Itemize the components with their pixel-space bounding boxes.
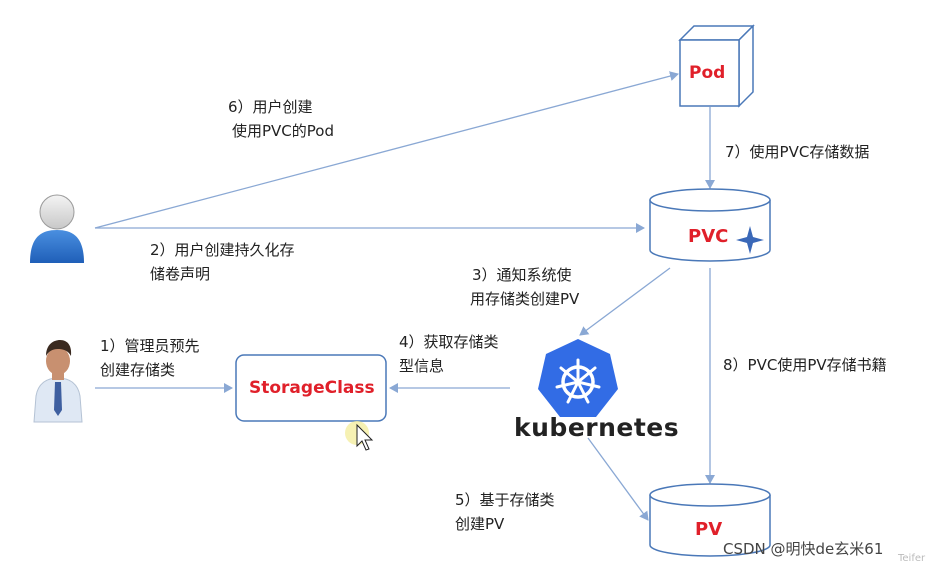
sparkle-icon bbox=[736, 226, 764, 254]
pv-cylinder bbox=[649, 483, 771, 557]
storageclass-box bbox=[235, 354, 387, 422]
pod-cube bbox=[678, 24, 755, 108]
csdn-watermark: CSDN @明快de玄米61 bbox=[723, 540, 884, 558]
pod-label: Pod bbox=[689, 63, 726, 83]
kubernetes-logo-icon bbox=[538, 339, 618, 417]
kubernetes-wordmark: kubernetes bbox=[514, 413, 680, 442]
admin-icon bbox=[33, 340, 83, 423]
step1-label-line2: 创建存储类 bbox=[100, 361, 176, 379]
step3-label-line2: 用存储类创建PV bbox=[470, 290, 580, 308]
step5-label-line2: 创建PV bbox=[455, 515, 505, 533]
arrow-kubernetes-to-pv bbox=[587, 437, 649, 521]
pv-label: PV bbox=[695, 519, 723, 540]
pvc-label: PVC bbox=[688, 226, 729, 247]
step7-label: 7）使用PVC存储数据 bbox=[725, 143, 870, 161]
step2-label-line1: 2）用户创建持久化存 bbox=[150, 241, 295, 259]
step1-label-line1: 1）管理员预先 bbox=[100, 337, 200, 355]
arrow-pvc-to-kubernetes bbox=[579, 267, 671, 336]
step8-label: 8）PVC使用PV存储书籍 bbox=[723, 356, 887, 374]
user-icon bbox=[30, 194, 84, 263]
step4-label-line1: 4）获取存储类 bbox=[399, 333, 499, 351]
storageclass-label: StorageClass bbox=[249, 378, 375, 398]
step2-label-line2: 储卷声明 bbox=[150, 265, 211, 283]
step5-label-line1: 5）基于存储类 bbox=[455, 491, 555, 509]
pvc-cylinder bbox=[649, 188, 771, 262]
step6-label-line1: 6）用户创建 bbox=[228, 98, 313, 116]
arrow-user-to-pod bbox=[94, 71, 679, 229]
step4-label-line2: 型信息 bbox=[399, 357, 445, 375]
mouse-cursor-icon bbox=[356, 423, 374, 451]
step6-label-line2: 使用PVC的Pod bbox=[232, 122, 334, 140]
step3-label-line1: 3）通知系统使 bbox=[472, 266, 572, 284]
corner-text: Teifer bbox=[898, 553, 926, 564]
